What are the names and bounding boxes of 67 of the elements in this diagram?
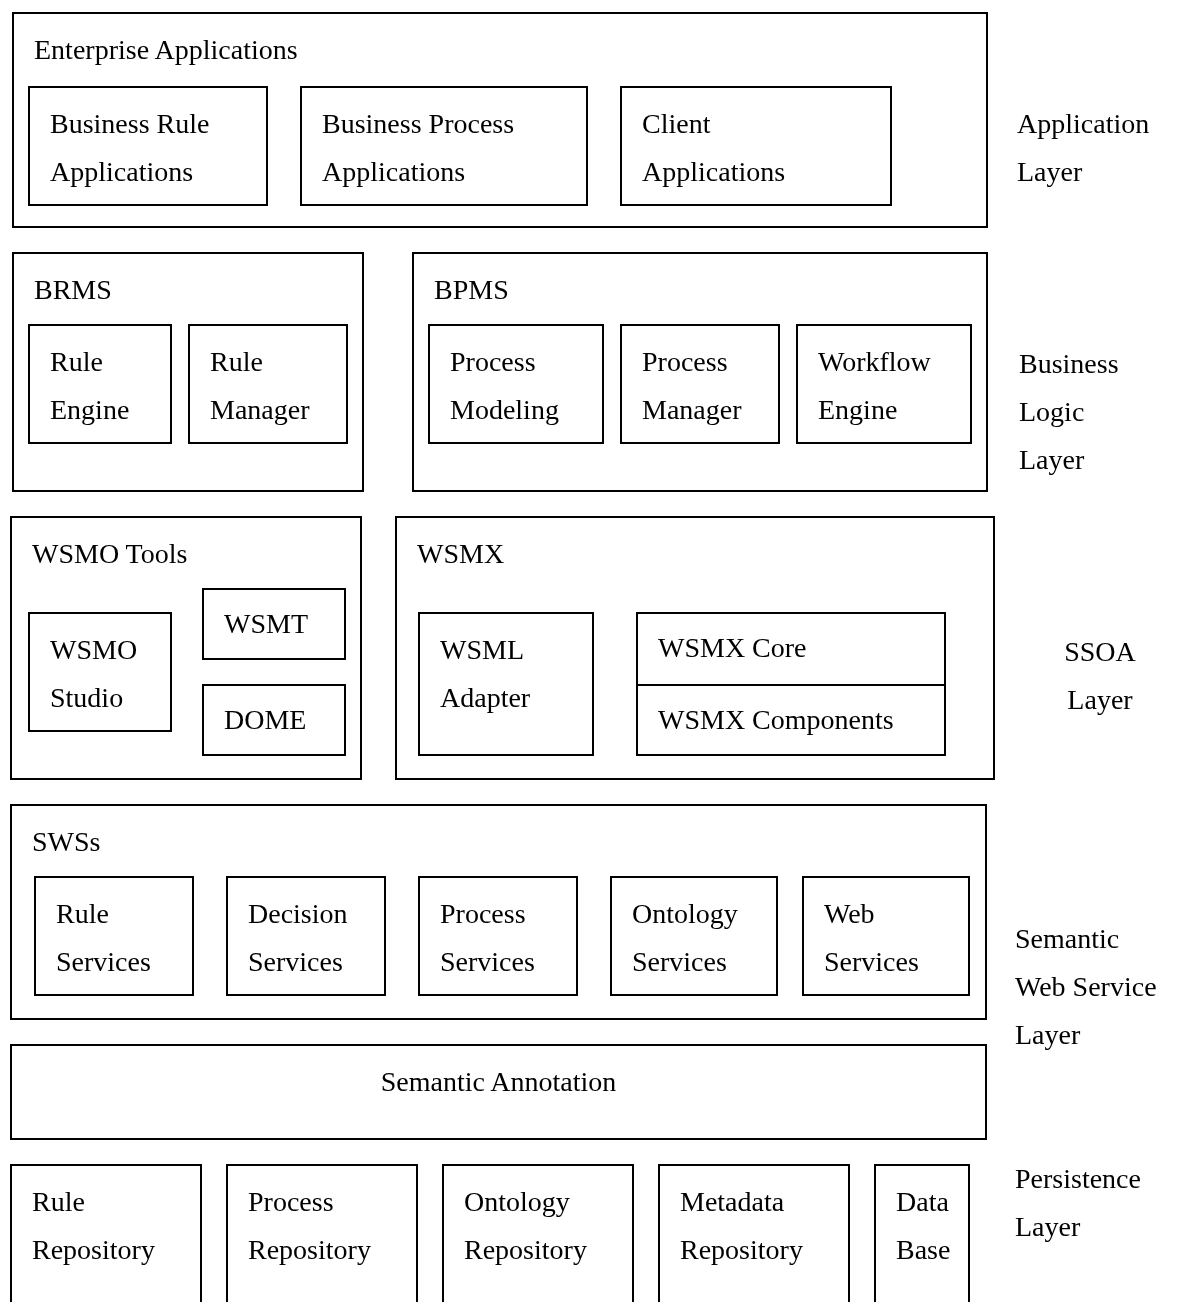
component-box bbox=[28, 324, 172, 444]
component-box bbox=[796, 324, 972, 444]
component-box bbox=[620, 86, 892, 206]
component-box bbox=[442, 1164, 634, 1302]
component-box bbox=[610, 876, 778, 996]
component-label: Metadata Repository bbox=[680, 1185, 804, 1267]
group-title: Enterprise Applications bbox=[34, 33, 299, 67]
component-label: Rule Services bbox=[56, 897, 152, 979]
group-title: SWSs bbox=[32, 825, 102, 859]
component-box bbox=[10, 1044, 987, 1140]
component-box bbox=[636, 684, 946, 756]
component-label: WSMO Studio bbox=[50, 633, 139, 715]
component-label: Rule Repository bbox=[32, 1185, 156, 1267]
layer-label: Semantic Web Service Layer bbox=[1015, 922, 1158, 1052]
component-box bbox=[226, 1164, 418, 1302]
component-box bbox=[202, 684, 346, 756]
component-box bbox=[874, 1164, 970, 1302]
group-title: BPMS bbox=[434, 273, 510, 307]
component-box bbox=[636, 612, 946, 686]
component-box bbox=[418, 612, 594, 756]
layer-label: Application Layer bbox=[1017, 107, 1151, 189]
component-box bbox=[28, 86, 268, 206]
component-label: Rule Manager bbox=[210, 345, 311, 427]
component-box bbox=[620, 324, 780, 444]
layer-label: Persistence Layer bbox=[1015, 1162, 1142, 1244]
component-box bbox=[428, 324, 604, 444]
group-panel bbox=[12, 252, 364, 492]
component-label: Ontology Repository bbox=[464, 1185, 588, 1267]
group-title: BRMS bbox=[34, 273, 113, 307]
group-panel bbox=[412, 252, 988, 492]
group-panel bbox=[10, 804, 987, 1020]
component-box bbox=[202, 588, 346, 660]
layer-label: SSOA Layer bbox=[1063, 635, 1137, 717]
component-label: Workflow Engine bbox=[818, 345, 932, 427]
component-label: Process Manager bbox=[642, 345, 743, 427]
component-label: Business Rule Applications bbox=[50, 107, 211, 189]
component-box bbox=[188, 324, 348, 444]
component-box bbox=[34, 876, 194, 996]
component-label: Process Repository bbox=[248, 1185, 372, 1267]
component-box bbox=[28, 612, 172, 732]
component-label: Rule Engine bbox=[50, 345, 131, 427]
group-panel bbox=[12, 12, 988, 228]
group-panel bbox=[10, 516, 362, 780]
component-label: Process Services bbox=[440, 897, 536, 979]
component-box bbox=[418, 876, 578, 996]
component-label: Data Base bbox=[896, 1185, 952, 1267]
group-panel bbox=[395, 516, 995, 780]
component-box bbox=[802, 876, 970, 996]
component-label: Decision Services bbox=[248, 897, 349, 979]
component-label: Web Services bbox=[824, 897, 920, 979]
component-label: DOME bbox=[224, 703, 308, 737]
component-label: WSMX Core bbox=[658, 631, 808, 665]
component-label: Process Modeling bbox=[450, 345, 560, 427]
component-box bbox=[226, 876, 386, 996]
component-label: WSMX Components bbox=[658, 703, 895, 737]
component-label: Business Process Applications bbox=[322, 107, 516, 189]
group-title: WSMX bbox=[417, 537, 506, 571]
group-title: WSMO Tools bbox=[32, 537, 189, 571]
component-box bbox=[10, 1164, 202, 1302]
component-box bbox=[300, 86, 588, 206]
component-label: Ontology Services bbox=[632, 897, 739, 979]
component-label: Semantic Annotation bbox=[379, 1065, 618, 1099]
component-label: WSML Adapter bbox=[440, 633, 532, 715]
component-label: Client Applications bbox=[642, 107, 787, 189]
component-box bbox=[658, 1164, 850, 1302]
layer-label: Business Logic Layer bbox=[1019, 347, 1120, 477]
component-label: WSMT bbox=[224, 607, 309, 641]
